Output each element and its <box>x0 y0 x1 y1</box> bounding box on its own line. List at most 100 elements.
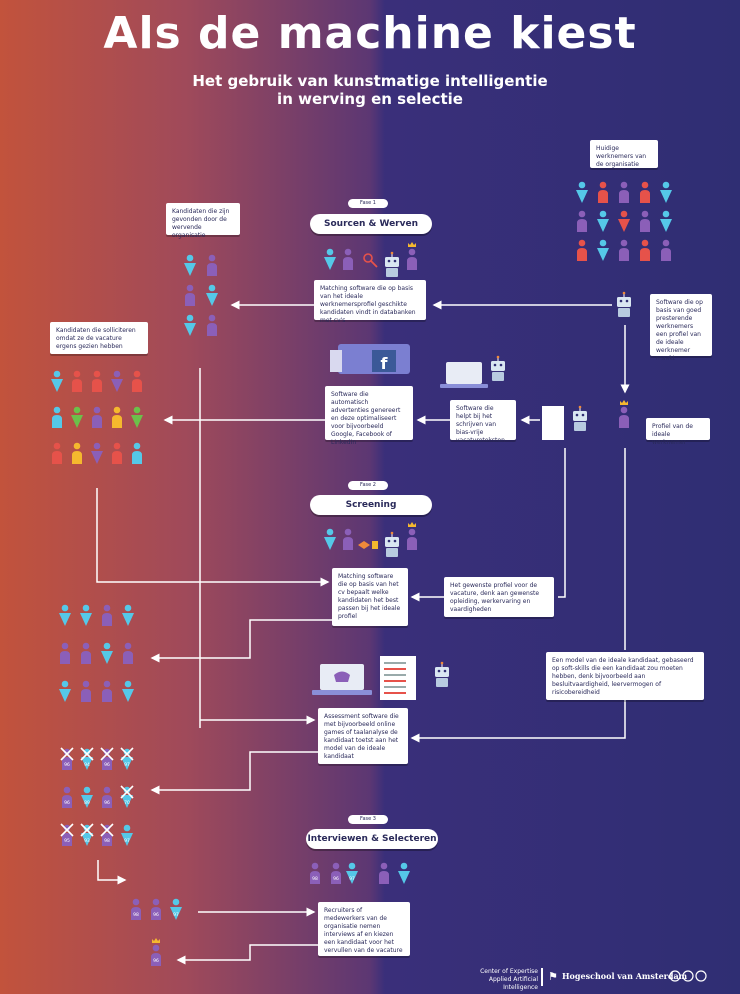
person-icon <box>324 528 336 550</box>
person-icon <box>343 248 353 270</box>
coe-line-1: Center of Expertise <box>480 968 538 975</box>
svg-text:70: 70 <box>124 800 130 806</box>
person-icon <box>122 680 134 702</box>
person-icon: 96 <box>100 747 114 770</box>
svg-text:94: 94 <box>84 762 90 768</box>
person-icon: 98 <box>131 898 141 920</box>
svg-text:97: 97 <box>124 762 130 768</box>
phase-3-pill: Interviewen & Selecteren <box>306 829 438 849</box>
text-analysis-icon <box>380 656 416 700</box>
person-icon <box>80 604 92 626</box>
facebook-screen-icon: f <box>330 344 410 374</box>
person-icon <box>81 680 91 702</box>
software-profile-box: Software die op basis van goed presteren… <box>650 294 712 362</box>
person-icon: 93 <box>80 823 94 846</box>
person-icon <box>102 680 112 702</box>
person-icon <box>184 254 196 276</box>
person-icon: 94 <box>80 747 94 770</box>
person-icon <box>398 862 410 884</box>
person-icon <box>407 242 417 270</box>
ads-software-box: Software die automatisch advertenties ge… <box>325 386 413 446</box>
person-icon <box>343 528 353 550</box>
person-icon <box>92 370 102 392</box>
subtitle-line-1: Het gebruik van kunstmatige intelligenti… <box>192 72 548 90</box>
person-icon <box>71 406 83 428</box>
person-icon <box>131 406 143 428</box>
person-icon: 95 <box>60 823 74 846</box>
person-icon <box>72 370 82 392</box>
footer-divider <box>541 968 543 986</box>
person-icon <box>597 210 609 232</box>
assessment-box: Assessment software die met bijvoorbeeld… <box>318 708 408 764</box>
person-icon <box>59 604 71 626</box>
page-title: Als de machine kiest <box>103 8 637 59</box>
flow-line <box>97 860 127 885</box>
svg-text:98: 98 <box>133 912 139 918</box>
svg-text:96: 96 <box>104 800 110 806</box>
matching-sourcing-box: Matching software die op basis van het i… <box>314 280 426 324</box>
svg-text:f: f <box>381 354 389 373</box>
svg-text:96: 96 <box>153 958 159 964</box>
cc-license-icons <box>669 970 709 982</box>
arrows-icon <box>358 541 370 549</box>
person-icon <box>206 284 218 306</box>
svg-text:96: 96 <box>64 762 70 768</box>
person-icon <box>619 400 629 428</box>
robot-icon <box>385 531 399 557</box>
person-icon <box>577 239 587 261</box>
person-icon <box>619 239 629 261</box>
person-icon <box>619 181 629 203</box>
phase-1-tag: Fase 1 <box>348 199 388 208</box>
phase-3-tag: Fase 3 <box>348 815 388 824</box>
ideal-profile-box: Profiel van de ideale werknemer <box>646 418 710 446</box>
person-icon <box>52 442 62 464</box>
subtitle-line-2: in werving en selectie <box>277 90 463 108</box>
person-icon <box>598 181 608 203</box>
person-icon <box>112 442 122 464</box>
person-icon <box>92 406 102 428</box>
person-icon <box>185 284 195 306</box>
svg-text:96: 96 <box>333 876 339 882</box>
hva-logo-icon: ⚑ <box>548 970 558 983</box>
person-icon: 96 <box>102 786 112 808</box>
person-icon <box>72 442 82 464</box>
robot-icon <box>435 661 449 687</box>
bias-free-box: Software die helpt bij het schrijven van… <box>450 400 516 444</box>
person-icon <box>324 248 336 270</box>
person-icon <box>132 442 142 464</box>
person-icon: 70 <box>120 785 134 808</box>
flow-line <box>558 448 566 598</box>
flow-line <box>96 488 330 587</box>
person-icon: 96 <box>151 938 161 966</box>
current-employees-box: Huidige werknemers van de organisatie <box>590 140 658 168</box>
svg-text:97: 97 <box>173 912 179 918</box>
person-icon <box>379 862 389 884</box>
person-icon <box>207 254 217 276</box>
flow-line <box>150 751 318 795</box>
svg-text:96: 96 <box>104 762 110 768</box>
person-icon <box>640 210 650 232</box>
person-icon <box>597 239 609 261</box>
coe-line-2: Applied Artificial Intelligence <box>488 976 538 991</box>
document-icon <box>542 406 564 440</box>
person-icon <box>81 642 91 664</box>
person-icon <box>101 642 113 664</box>
person-icon: 97 <box>346 862 358 884</box>
person-icon <box>59 680 71 702</box>
person-icon <box>51 370 63 392</box>
svg-text:97: 97 <box>349 876 355 882</box>
person-icon <box>52 406 62 428</box>
svg-text:98: 98 <box>104 838 110 844</box>
person-icon <box>577 210 587 232</box>
svg-text:93: 93 <box>84 838 90 844</box>
person-icon <box>111 370 123 392</box>
svg-text:98: 98 <box>312 876 318 882</box>
desired-profile-box: Het gewenste profiel voor de vacature, d… <box>444 577 554 617</box>
person-icon <box>123 642 133 664</box>
person-icon <box>618 210 630 232</box>
flow-line <box>150 619 332 663</box>
phase-2-pill: Screening <box>310 495 432 515</box>
page-subtitle: Het gebruik van kunstmatige intelligenti… <box>0 72 740 108</box>
magnifier-icon <box>363 253 373 263</box>
